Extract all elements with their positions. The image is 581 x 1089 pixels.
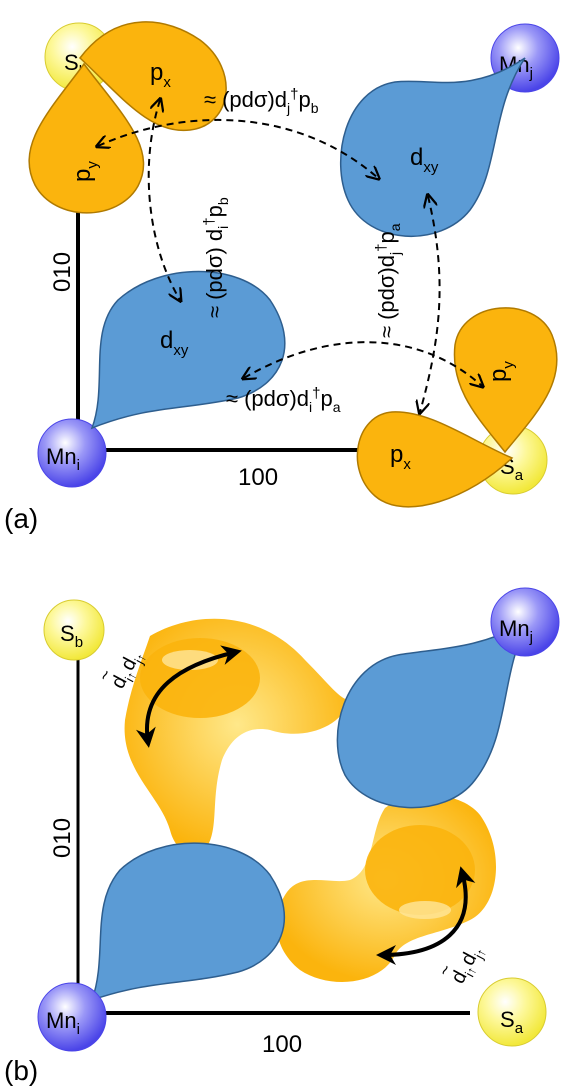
exchange-arrow-upper bbox=[135, 645, 242, 748]
hopping-arrow-left bbox=[147, 100, 180, 300]
panel-a: Sb Mnj Mni Sa px py px py dxy bbox=[4, 21, 560, 534]
label-d-xy-j: dxy bbox=[410, 144, 439, 176]
orbital-d-xy-i bbox=[90, 270, 286, 430]
atom-mn-i: Mni bbox=[37, 418, 107, 488]
orbital-d-xy-i-b bbox=[90, 842, 286, 1002]
svg-text:di↑dj↑: di↑dj↑ bbox=[447, 941, 489, 989]
orbital-d-xy-j bbox=[340, 57, 526, 237]
hopping-arrow-top bbox=[98, 119, 378, 178]
svg-text:≈(pdσ)dj†pa: ≈(pdσ)dj†pa bbox=[373, 223, 403, 338]
orbital-p-x-b bbox=[78, 21, 227, 132]
hopping-label-bottom: ≈(pdσ)di†pa bbox=[226, 385, 341, 415]
axis-label-100-a: 100 bbox=[238, 464, 278, 491]
label-p-x-b: px bbox=[150, 59, 171, 91]
axis-label-010-b: 010 bbox=[49, 818, 76, 858]
svg-text:Sb: Sb bbox=[60, 621, 83, 651]
svg-text:010: 010 bbox=[49, 252, 76, 292]
axis-label-100-b: 100 bbox=[262, 1031, 302, 1058]
orbital-p-y-a bbox=[453, 307, 558, 454]
panel-b: Sb Mnj Mni Sa di↑dj↑ ~ di↑dj↑ ~ bbox=[4, 587, 560, 1086]
svg-text:Sa: Sa bbox=[500, 1007, 524, 1037]
svg-text:Mnj: Mnj bbox=[499, 616, 533, 646]
atom-s-a-b: Sa bbox=[477, 977, 547, 1047]
svg-text:Mni: Mni bbox=[46, 1008, 80, 1038]
label-p-x-a: px bbox=[390, 441, 411, 473]
label-p-y-a: py bbox=[485, 361, 517, 382]
label-p-y-b: py bbox=[69, 161, 101, 182]
orbital-p-x-a bbox=[356, 411, 514, 508]
hopping-arrow-bottom bbox=[244, 341, 482, 386]
svg-text:py: py bbox=[485, 361, 517, 382]
panel-tag-a: (a) bbox=[4, 503, 38, 534]
atom-mn-j-b: Mnj bbox=[490, 587, 560, 657]
svg-text:010: 010 bbox=[49, 818, 76, 858]
orbital-p-merged-b bbox=[124, 618, 350, 854]
label-d-xy-i: dxy bbox=[160, 327, 189, 359]
hopping-label-left: ≈(pdσ) di†pb bbox=[201, 197, 231, 318]
atom-s-b-b: Sb bbox=[43, 599, 105, 661]
orbital-d-xy-j-b bbox=[336, 620, 530, 809]
atom-mn-i-b: Mni bbox=[37, 982, 107, 1052]
svg-text:Mni: Mni bbox=[46, 444, 80, 474]
svg-text:≈(pdσ) di†pb: ≈(pdσ) di†pb bbox=[201, 197, 231, 318]
svg-text:di↑dj↑: di↑dj↑ bbox=[107, 646, 149, 694]
svg-text:py: py bbox=[69, 161, 101, 182]
hopping-label-right: ≈(pdσ)dj†pa bbox=[373, 223, 403, 338]
axis-label-010-a: 010 bbox=[49, 252, 76, 292]
exchange-arrow-lower bbox=[376, 866, 476, 965]
hopping-label-top: ≈(pdσ)dj†pb bbox=[204, 86, 319, 116]
panel-tag-b: (b) bbox=[4, 1055, 38, 1086]
